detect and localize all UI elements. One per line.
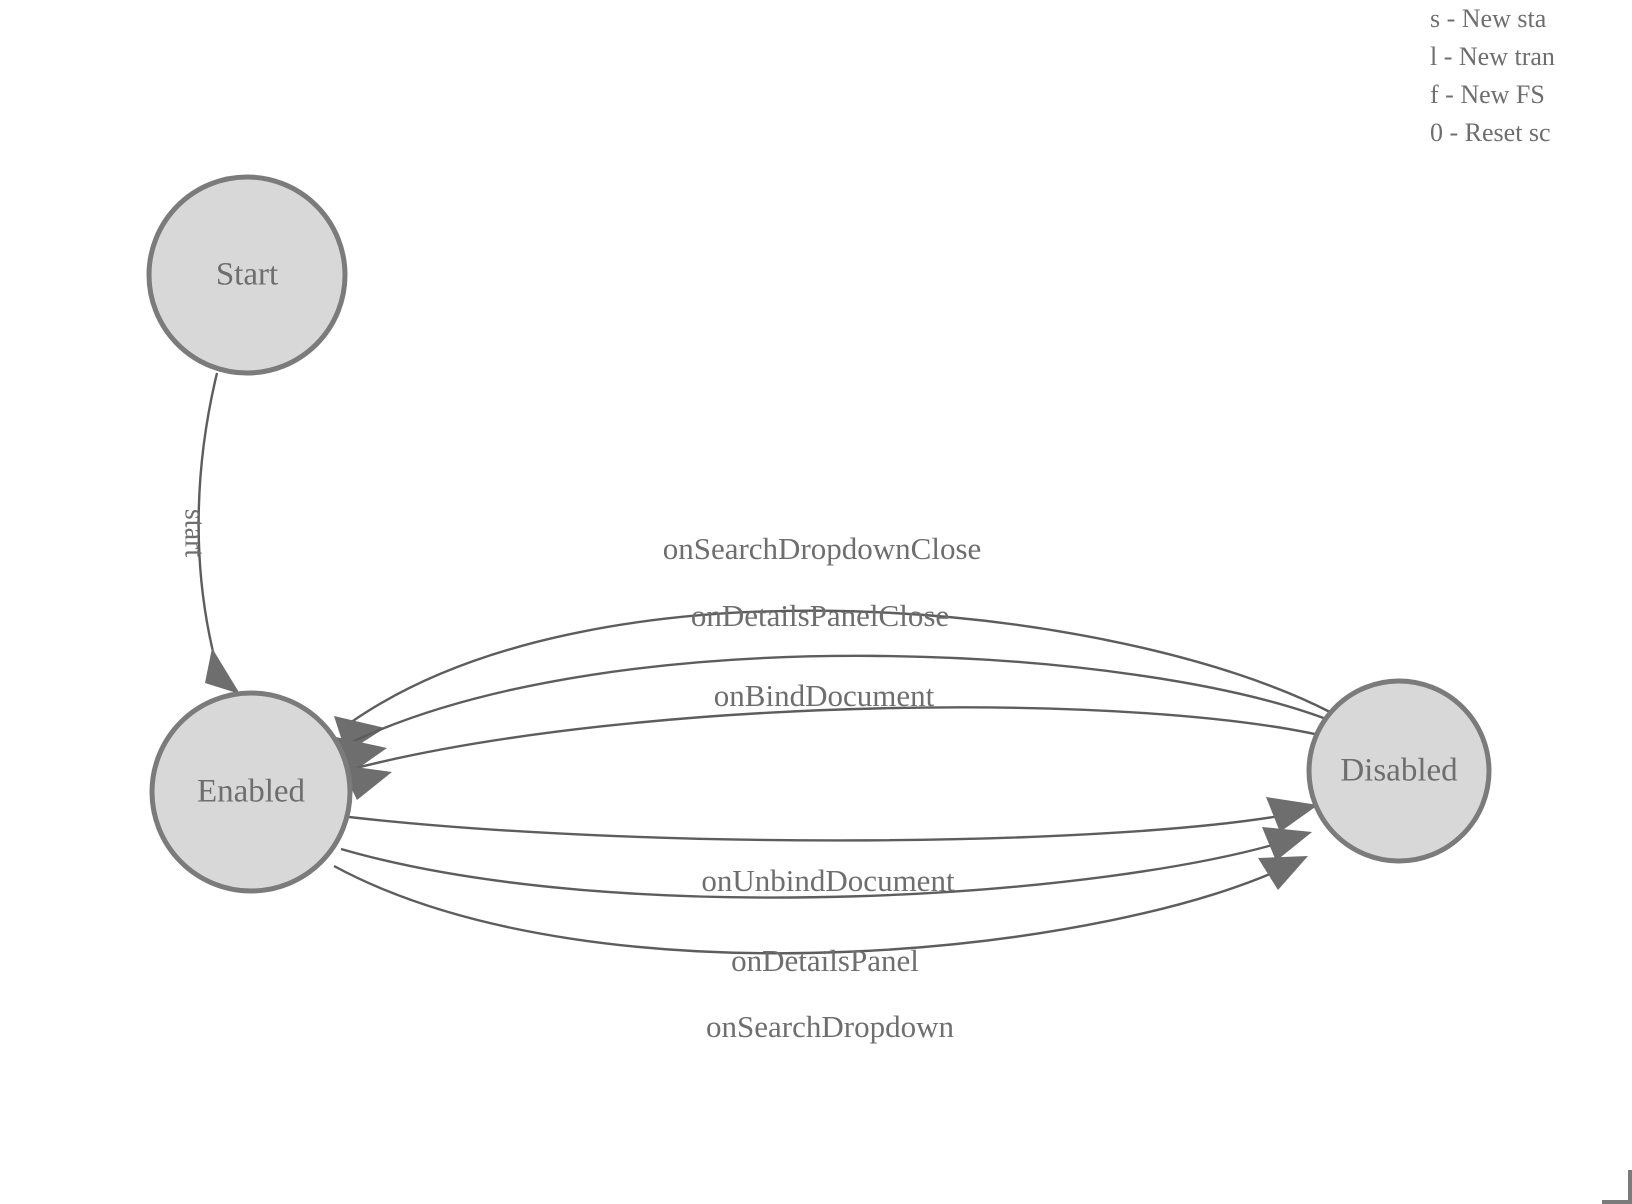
state-node-enabled[interactable]: Enabled [149, 690, 353, 894]
transition-ondetailspanelclose-path [351, 654, 1335, 744]
transition-onbinddocument[interactable] [340, 706, 1341, 800]
transition-label-ondetailspanelclose: onDetailsPanelClose [691, 598, 949, 633]
transition-onsearchdropdown-path [333, 860, 1297, 955]
transition-label-onbinddocument: onBindDocument [714, 678, 935, 713]
state-node-start-circle[interactable] [146, 174, 348, 376]
transition-onbinddocument-arrowhead [340, 765, 392, 800]
help-line-new-state: s - New sta [1430, 4, 1547, 33]
state-node-enabled-label: Enabled [197, 774, 306, 810]
transition-label-ondetailspanel: onDetailsPanel [731, 943, 919, 978]
transition-label-start: start [179, 509, 210, 557]
transition-ondetailspanel[interactable] [340, 827, 1312, 899]
transition-start-path [197, 372, 219, 661]
transition-label-onsearchdropdownclose: onSearchDropdownClose [663, 531, 982, 566]
transition-start[interactable] [197, 372, 240, 694]
transition-ondetailspanel-path [340, 836, 1297, 899]
transition-label-onsearchdropdown: onSearchDropdown [706, 1009, 954, 1044]
state-node-disabled-circle[interactable] [1306, 678, 1492, 864]
state-node-start-label: Start [216, 257, 278, 293]
help-legend: s - New sta l - New tran f - New FS 0 - … [1430, 0, 1632, 152]
resize-corner-horizontal-bar [1602, 1200, 1632, 1204]
transition-onsearchdropdown[interactable] [333, 856, 1308, 955]
transition-ondetailspanel-arrowhead [1262, 827, 1312, 861]
state-node-enabled-circle[interactable] [149, 690, 353, 894]
transition-onsearchdropdown-arrowhead [1258, 856, 1308, 890]
transition-label-onunbinddocument: onUnbindDocument [701, 863, 955, 898]
transition-onunbinddocument[interactable] [348, 797, 1318, 842]
state-node-disabled[interactable]: Disabled [1306, 678, 1492, 864]
state-node-start[interactable]: Start [146, 174, 348, 376]
help-line-reset-scene: 0 - Reset sc [1430, 118, 1551, 147]
transition-start-arrowhead [205, 648, 240, 694]
help-line-new-transition: l - New tran [1430, 42, 1555, 71]
help-line-new-fsm: f - New FS [1430, 80, 1545, 109]
transition-onunbinddocument-path [348, 810, 1303, 842]
transition-onsearchdropdownclose-path [349, 609, 1331, 724]
resize-corner-handle[interactable] [1602, 1170, 1632, 1204]
resize-corner-vertical-bar [1628, 1170, 1632, 1204]
transition-onbinddocument-path [355, 706, 1341, 770]
transition-onunbinddocument-arrowhead [1266, 797, 1318, 832]
state-node-disabled-label: Disabled [1340, 753, 1458, 789]
